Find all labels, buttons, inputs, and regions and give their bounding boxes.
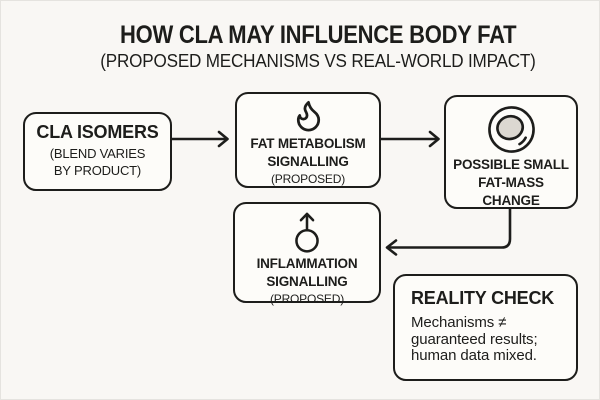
page-title: HOW CLA MAY INFLUENCE BODY FAT xyxy=(119,21,517,49)
node-fat-metabolism-tag: (PROPOSED) xyxy=(270,172,345,187)
node-cla-isomers-title: CLA ISOMERS xyxy=(36,122,159,143)
page-subtitle: (PROPOSED MECHANISMS VS REAL-WORLD IMPAC… xyxy=(100,51,536,72)
circle-up-arrow-icon xyxy=(295,212,319,253)
fat-cell-icon xyxy=(487,106,535,153)
arrow-possible-change-to-inflammation xyxy=(385,207,512,256)
node-reality-check-body: Mechanisms ≠guaranteed results;human dat… xyxy=(411,313,538,365)
node-inflammation-tag: (PROPOSED) xyxy=(269,292,344,307)
flame-icon xyxy=(296,100,320,132)
node-reality-check-title: REALITY CHECK xyxy=(411,288,555,308)
node-reality-check: REALITY CHECK Mechanisms ≠guaranteed res… xyxy=(393,274,578,381)
arrow-fat-metabolism-to-possible-change xyxy=(379,130,440,148)
arrow-cla-to-fat-metabolism xyxy=(170,130,229,148)
header: HOW CLA MAY INFLUENCE BODY FAT (PROPOSED… xyxy=(36,22,600,71)
